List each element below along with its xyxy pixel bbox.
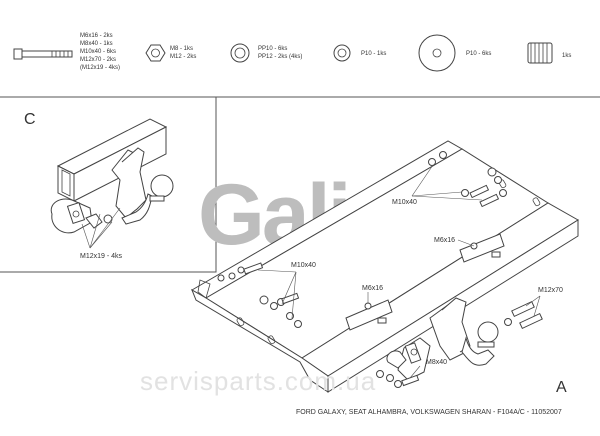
- detail-c-letter: C: [24, 111, 36, 128]
- m12x70-label: M12x70: [538, 287, 563, 294]
- detail-tow-ball: [121, 174, 174, 225]
- spacer-plate-right: [459, 233, 505, 263]
- washer-p-large-icon: [418, 34, 456, 72]
- detail-m12x19-label: M12x19 - 4ks: [80, 253, 123, 260]
- footer-caption: FORD GALAXY, SEAT ALHAMBRA, VOLKSWAGEN S…: [296, 409, 562, 416]
- nuts-legend-label: M8 - 1ks M12 - 2ks: [170, 46, 196, 60]
- m10x40-top-label: M10x40: [392, 199, 417, 206]
- spacer-plate-mid: [345, 299, 393, 331]
- m6x16-right-bolt: [470, 242, 501, 258]
- socket-plate: [386, 337, 431, 381]
- m10x40-left-label: M10x40: [291, 262, 316, 269]
- main-letter: A: [556, 379, 567, 396]
- tow-bar-neck: [429, 297, 495, 366]
- watermark-url: servisparts.com.ua: [140, 366, 376, 396]
- m8x40-label: M8x40: [426, 359, 447, 366]
- detail-c-inset: C M12x19 - 4: [0, 96, 217, 273]
- bolts-legend-label: M6x16 - 2ks M8x40 - 1ks M10x40 - 6ks M12…: [80, 33, 120, 71]
- spring-legend-label: 1ks: [562, 53, 571, 59]
- m12x70-bolt: [504, 300, 543, 330]
- hex-nut-icon: [145, 44, 166, 62]
- washer-p-small-icon: [333, 44, 351, 62]
- detail-socket: [50, 198, 113, 234]
- main-assembly: M10x40 M6x16 M10x40: [190, 140, 579, 396]
- m8x40-bolt: [376, 370, 420, 388]
- tow-ball: [477, 321, 499, 348]
- washer-p-large-legend-label: P10 - 6ks: [466, 51, 491, 57]
- washer-p-small-legend-label: P10 - 1ks: [361, 51, 386, 57]
- bolt-stack-left: [217, 262, 302, 328]
- bolt-stack-top-right: [428, 151, 507, 208]
- parts-legend: M6x16 - 2ks M8x40 - 1ks M10x40 - 6ks M12…: [13, 33, 571, 72]
- m6x16-right-label: M6x16: [434, 237, 455, 244]
- spring-icon: [527, 42, 553, 64]
- bolt-icon: [13, 48, 73, 60]
- m6x16-mid-label: M6x16: [362, 285, 383, 292]
- washer-pp-icon: [230, 43, 250, 63]
- m6x16-mid-bolt: [364, 302, 387, 324]
- detail-tube: [56, 118, 168, 202]
- washer-pp-legend-label: PP10 - 6ks PP12 - 2ks (4ks): [258, 46, 302, 60]
- detail-bracket: [111, 147, 147, 219]
